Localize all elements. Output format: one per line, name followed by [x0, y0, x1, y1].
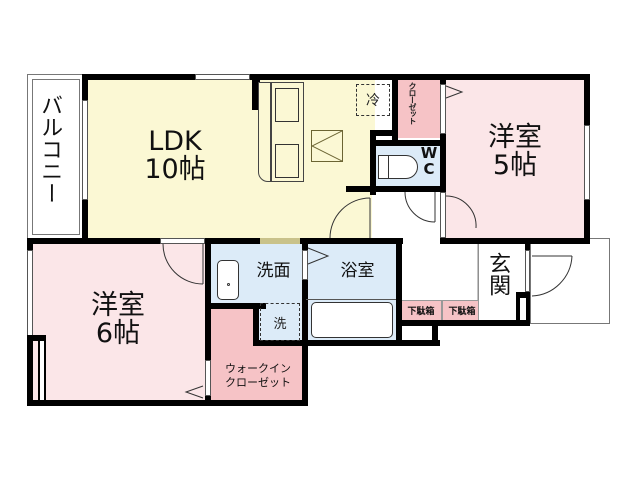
bedroom-5-name: 洋室 — [488, 122, 542, 153]
bathtub-icon — [311, 302, 393, 338]
balcony-area — [27, 74, 85, 240]
shoe-box-1-label: 下駄箱 — [407, 307, 435, 317]
sink — [275, 144, 299, 178]
walkin-closet-label: ウォークイン クローゼット — [225, 362, 291, 390]
balcony-label: バルコニー — [37, 94, 63, 204]
shoe-box-2-label: 下駄箱 — [448, 307, 476, 317]
closet-top-room — [396, 78, 442, 138]
entrance-label: 玄関 — [485, 252, 511, 296]
bedroom-6-name: 洋室 — [91, 290, 145, 321]
storage-box-icon — [310, 130, 343, 162]
bedroom-6-room — [31, 244, 206, 402]
ldk-name: LDK — [148, 126, 202, 157]
kitchen-divider — [270, 82, 272, 182]
washer-icon: 洗 — [260, 303, 300, 341]
bedroom-5-label: 洋室 5帖 — [470, 122, 560, 182]
ldk-room — [85, 78, 375, 238]
washbasin-icon — [217, 260, 239, 300]
closet-top-label: クローゼット — [408, 82, 417, 124]
bedroom-6-label: 洋室 6帖 — [73, 290, 163, 350]
wc-label: W C — [420, 144, 438, 178]
bedroom-5-size: 5帖 — [492, 150, 538, 182]
hall-corridor — [372, 188, 444, 238]
bathroom-label: 浴室 — [340, 261, 375, 281]
washer-label: 洗 — [273, 316, 287, 332]
fridge-label: 冷 — [366, 93, 380, 109]
bedroom-5-room — [444, 78, 584, 238]
bedroom-6-size: 6帖 — [95, 318, 141, 350]
wall — [85, 74, 590, 80]
stove-burner — [275, 88, 299, 122]
ldk-size: 10帖 — [144, 154, 206, 186]
ldk-label: LDK 10帖 — [125, 126, 225, 186]
entrance-area — [478, 244, 520, 324]
washroom-label: 洗面 — [256, 261, 291, 281]
toilet-icon — [378, 155, 418, 179]
fridge-icon: 冷 — [356, 84, 390, 116]
kitchen-counter — [258, 82, 304, 182]
